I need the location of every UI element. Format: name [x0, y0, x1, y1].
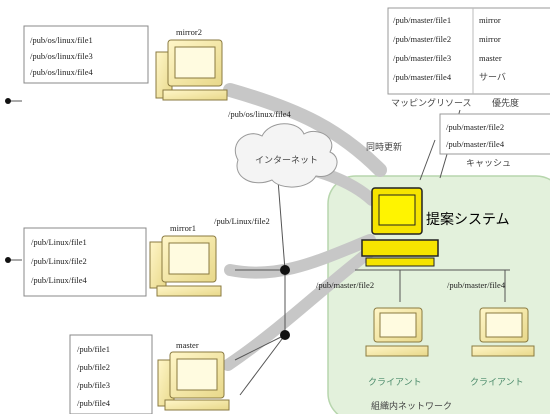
- file-entry: /pub/os/linux/file1: [30, 35, 93, 45]
- file-entry: /pub/Linux/file1: [31, 237, 87, 247]
- file-entry: /pub/Linux/file4: [31, 275, 87, 285]
- internet-cloud: [235, 123, 338, 188]
- mirror2-computer: [155, 39, 228, 101]
- mapping-server: mirror: [479, 34, 501, 44]
- file-entry: /pub/file3: [77, 380, 110, 390]
- mapping-path: /pub/master/file2: [393, 34, 451, 44]
- priority-caption: 優先度: [492, 97, 519, 109]
- proposed-system-label: 提案システム: [426, 211, 510, 228]
- mapping-table: /pub/master/file1 /pub/master/file2 /pub…: [387, 7, 550, 95]
- client-label: クライアント: [368, 377, 422, 388]
- client-computer-1: [365, 307, 429, 357]
- mirror1-label: mirror1: [170, 223, 196, 233]
- client-label: クライアント: [470, 377, 524, 388]
- mapping-path: /pub/master/file3: [393, 53, 451, 63]
- mirror2-file-list: /pub/os/linux/file1 /pub/os/linux/file3 …: [23, 25, 149, 84]
- lan-label: 組織内ネットワーク: [371, 400, 452, 412]
- file-entry: /pub/file1: [77, 344, 110, 354]
- master-file-list: /pub/file1 /pub/file2 /pub/file3 /pub/fi…: [69, 334, 153, 414]
- path-label-client1: /pub/master/file2: [316, 280, 374, 290]
- network-nodes: [5, 98, 290, 340]
- file-entry: /pub/Linux/file2: [31, 256, 87, 266]
- mapping-caption: マッピングリソース: [391, 97, 472, 109]
- path-label-client2: /pub/master/file4: [447, 280, 506, 290]
- mirror2-label: mirror2: [176, 27, 202, 37]
- file-entry: /pub/file4: [77, 398, 111, 408]
- client-computer-2: [471, 307, 535, 357]
- cache-entry: /pub/master/file4: [446, 139, 505, 149]
- mapping-server: サーバ: [479, 72, 506, 83]
- mapping-path: /pub/master/file1: [393, 15, 451, 25]
- mapping-server: master: [479, 53, 502, 63]
- file-entry: /pub/os/linux/file4: [30, 67, 94, 77]
- mirror1-file-list: /pub/Linux/file1 /pub/Linux/file2 /pub/L…: [23, 227, 147, 297]
- mapping-path: /pub/master/file4: [393, 72, 452, 82]
- proposed-system-computer: [361, 187, 439, 267]
- sync-label: 同時更新: [366, 141, 402, 153]
- cache-table: /pub/master/file2 /pub/master/file4: [439, 113, 550, 155]
- mapping-server: mirror: [479, 15, 501, 25]
- path-label-mirror1: /pub/Linux/file2: [214, 216, 270, 226]
- network-lines: [8, 100, 510, 396]
- cache-entry: /pub/master/file2: [446, 122, 504, 132]
- internet-label: インターネット: [255, 155, 318, 166]
- mirror1-computer: [149, 235, 222, 297]
- master-computer: [157, 351, 230, 411]
- path-label-mirror2: /pub/os/linux/file4: [228, 109, 292, 119]
- file-entry: /pub/file2: [77, 362, 110, 372]
- cache-caption: キャッシュ: [466, 159, 511, 169]
- master-label: master: [176, 340, 199, 350]
- file-entry: /pub/os/linux/file3: [30, 51, 93, 61]
